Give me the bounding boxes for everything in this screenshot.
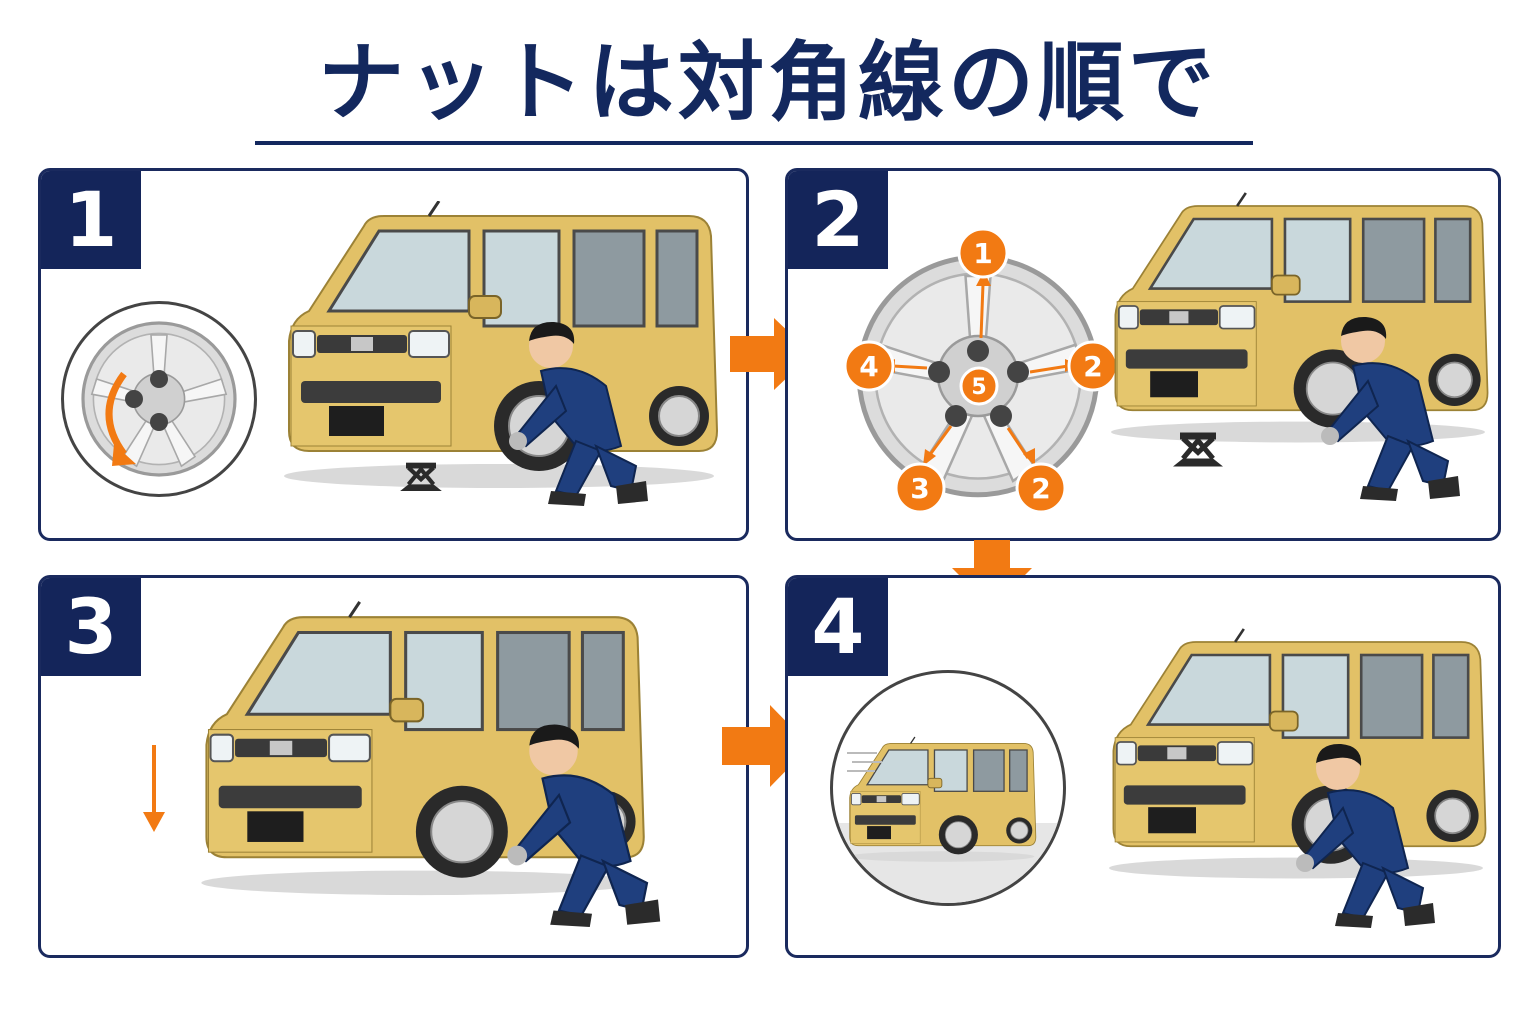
step-panel-1: 1 [38,168,749,541]
nut-label-1: 1 [973,237,992,270]
wheel-icon [81,321,237,477]
step-number-badge: 2 [788,171,888,269]
mechanic-icon [491,718,671,938]
lower-arrow-icon [143,745,165,832]
mechanic-icon [496,316,656,516]
nut-label-3: 3 [910,472,929,505]
arrow-down-icon [952,540,1032,608]
nut-order-badges: 1 2 2 3 4 5 [843,227,1119,514]
nut-label-2-bottom: 2 [1031,472,1050,505]
motion-lines [847,752,882,772]
step-panel-2: 2 1 2 2 3 [785,168,1501,541]
nut-order-diagram: 1 2 2 3 4 5 [843,227,1119,514]
nut-label-5: 5 [971,375,986,400]
page-title: ナットは対角線の順で [318,33,1218,133]
step-number-badge: 4 [788,578,888,676]
jack-icon [396,456,446,496]
mechanic-icon [1308,311,1468,511]
step-panel-4: 4 [785,575,1501,958]
step-number-badge: 1 [41,171,141,269]
nut-label-4: 4 [859,350,878,383]
wheel-inset [61,301,257,497]
step-panel-3: 3 [38,575,749,958]
title-underline [255,141,1253,145]
mechanic-icon [1278,738,1448,938]
step-number-badge: 3 [41,578,141,676]
driving-car-inset [830,670,1066,906]
jack-icon [1168,426,1228,471]
nut-label-2-right: 2 [1083,350,1102,383]
